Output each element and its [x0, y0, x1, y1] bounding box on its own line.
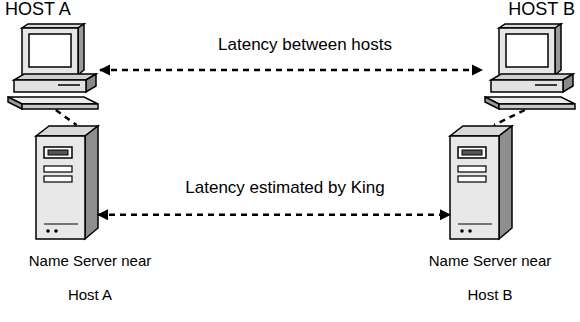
host-label: HOST A: [5, 0, 71, 20]
name-server: Name Server near Host B: [450, 125, 513, 240]
latency-connector: [56, 110, 77, 125]
computer-icon: [8, 24, 98, 109]
server-label: Name Server near Host B: [415, 244, 565, 312]
host-computer: HOST A: [8, 25, 100, 110]
host-label: HOST B: [508, 0, 575, 20]
server-icon: [36, 126, 98, 239]
host-computer: HOST B: [482, 25, 575, 110]
latency-connector: [100, 69, 482, 72]
server-label: Name Server near Host A: [15, 244, 165, 312]
server-icon: [450, 126, 512, 239]
latency-connector: [98, 213, 450, 216]
computer-icon: [485, 24, 575, 109]
edge-label: Latency between hosts: [215, 35, 395, 55]
name-server: Name Server near Host A: [35, 125, 98, 240]
latency-connector: [494, 110, 525, 125]
edge-label: Latency estimated by King: [182, 178, 387, 198]
